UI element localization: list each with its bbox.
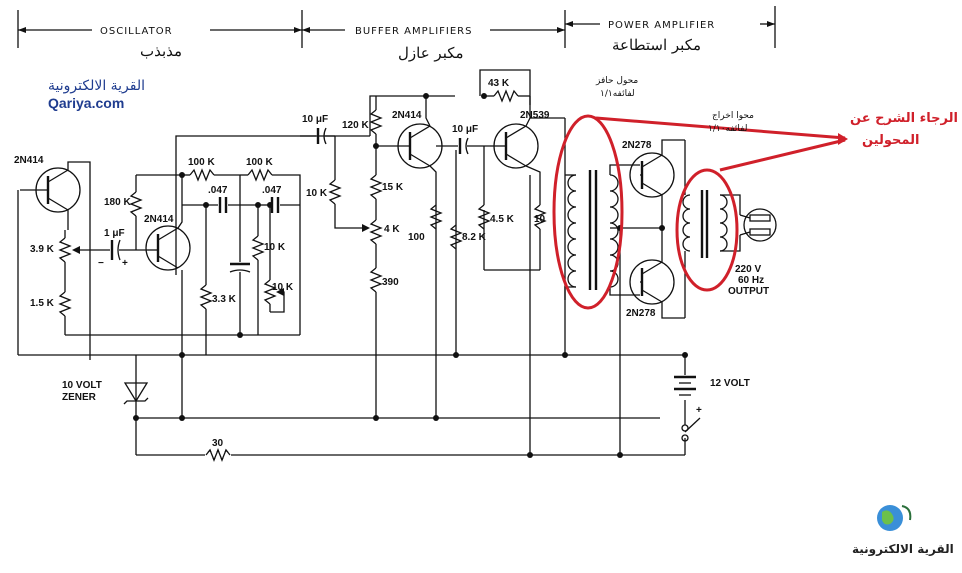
resistor-43k: 43 K — [484, 78, 530, 103]
transistor-q1: 2N414 — [14, 155, 91, 360]
resistor-15k: 15 K — [369, 174, 404, 220]
label-output-voltage: 220 V — [735, 264, 761, 275]
resistor-100: 100 — [408, 204, 443, 243]
svg-text:+: + — [122, 258, 128, 269]
label-c-1uf: 1 μF — [104, 228, 125, 239]
label-output-frequency: 60 Hz — [738, 275, 764, 286]
site-name-arabic: القرية الالكترونية — [48, 78, 145, 94]
header-buffer-amplifiers: BUFFER AMPLIFIERS — [355, 26, 472, 37]
svg-text:+: + — [696, 405, 702, 416]
label-q5: 2N278 — [622, 140, 652, 151]
label-r-100k-a: 100 K — [188, 157, 215, 168]
label-r-390: 390 — [382, 277, 399, 288]
resistor-1-5k: 1.5 K — [30, 291, 72, 335]
label-c-047-a: .047 — [208, 185, 228, 196]
header-oscillator: OSCILLATOR — [100, 26, 173, 37]
resistor-3-3k: 3.3 K — [199, 205, 237, 355]
battery-12v: + 12 VOLT — [674, 375, 750, 442]
site-name-latin: Qariya.com — [48, 95, 124, 111]
label-r-15k-b: 15 K — [382, 182, 404, 193]
label-r-180k: 180 K — [104, 197, 131, 208]
driver-transformer-highlight — [552, 114, 624, 310]
transistor-q4: 2N539 — [483, 96, 566, 205]
output-transformer-label1: محوا اخراج — [712, 111, 754, 121]
capacitor-1uf: 1 μF − + — [80, 228, 148, 269]
label-output: OUTPUT — [728, 286, 769, 297]
label-q2: 2N414 — [144, 214, 174, 225]
label-zener-2: ZENER — [62, 392, 97, 403]
output-transformer-highlight — [675, 168, 739, 292]
label-r-30: 30 — [212, 438, 224, 449]
label-q3: 2N414 — [392, 110, 422, 121]
resistor-4-5k: 4.5 K — [477, 204, 515, 230]
logo-caption: القرية الالكترونية — [852, 542, 954, 557]
capacitor-047-a: .047 — [182, 185, 258, 213]
red-annotations: الرجاء الشرح عن المحولين محول حافز لفائف… — [552, 76, 958, 310]
resistor-390: 390 — [369, 267, 399, 300]
label-c-10uf-a: 10 μF — [302, 114, 328, 125]
driver-transformer-label1: محول حافز — [595, 76, 638, 86]
resistor-180k: 180 K — [104, 174, 182, 250]
capacitor-10uf-b: 10 μF — [436, 124, 490, 155]
section-headers: OSCILLATOR BUFFER AMPLIFIERS POWER AMPLI… — [17, 6, 776, 62]
question-line1: الرجاء الشرح عن — [850, 111, 958, 126]
transistor-q5: 2N278 — [622, 139, 685, 228]
label-q6: 2N278 — [626, 308, 656, 319]
label-c-047-b: .047 — [262, 185, 282, 196]
resistor-4k: 4 K — [362, 219, 400, 268]
capacitor-047-b: .047 — [258, 185, 300, 213]
label-battery: 12 VOLT — [710, 378, 750, 389]
resistor-10k-b: 10 K — [251, 205, 286, 335]
potentiometer-10k: 10 K — [263, 205, 294, 313]
resistor-10: 10 — [533, 204, 547, 270]
driver-transformer — [564, 164, 640, 300]
label-r-100k-b: 100 K — [246, 157, 273, 168]
label-r-10k-a: 10 K — [306, 188, 328, 199]
label-r-10k-b: 10 K — [264, 242, 286, 253]
output-socket: 220 V 60 Hz OUTPUT — [728, 208, 777, 297]
header-oscillator-arabic: مذبذب — [140, 42, 182, 60]
resistor-100k-a: 100 K — [182, 157, 240, 182]
label-r-4-5k: 4.5 K — [490, 214, 515, 225]
label-r-43k: 43 K — [488, 78, 510, 89]
resistor-10k-a: 10 K — [306, 136, 362, 229]
header-buffer-arabic: مكبر عازل — [398, 44, 464, 62]
svg-text:−: − — [98, 258, 104, 269]
label-r-4k: 4 K — [384, 224, 400, 235]
resistor-120k: 120 K — [342, 96, 383, 175]
label-q1: 2N414 — [14, 155, 44, 166]
site-logo: القرية الالكترونية — [852, 505, 954, 557]
resistor-100k-b: 100 K — [240, 157, 301, 205]
resistor-8-2k: 8.2 K — [449, 224, 487, 250]
label-r-3-3k: 3.3 K — [212, 294, 237, 305]
label-q4: 2N539 — [520, 110, 550, 121]
label-r-8-2k: 8.2 K — [462, 232, 487, 243]
header-power-amplifier: POWER AMPLIFIER — [608, 20, 715, 31]
label-r-3-9k: 3.9 K — [30, 244, 55, 255]
label-r-10k-c: 10 K — [272, 282, 294, 293]
resistor-3-9k: 3.9 K — [30, 230, 80, 292]
resistor-30: 30 — [205, 438, 231, 462]
label-r-120k: 120 K — [342, 120, 369, 131]
transistor-q6: 2N278 — [626, 228, 685, 319]
label-r-100: 100 — [408, 232, 425, 243]
header-power-arabic: مكبر استطاعة — [612, 36, 701, 54]
capacitor-10uf-a: 10 μF — [300, 114, 335, 145]
transistor-q2: 2N414 — [144, 175, 191, 271]
zener-diode: 10 VOLT ZENER — [62, 380, 149, 405]
driver-transformer-label2: لفائفه١/١ — [600, 89, 635, 99]
output-transformer — [682, 140, 741, 318]
label-zener-1: 10 VOLT — [62, 380, 102, 391]
question-line2: المحولين — [862, 133, 919, 148]
label-c-10uf-b: 10 μF — [452, 124, 478, 135]
capacitor-vertical — [229, 175, 251, 335]
label-r-1-5k: 1.5 K — [30, 298, 55, 309]
output-transformer-label2: لفائفه١/١٠ — [708, 124, 747, 134]
label-r-10: 10 — [534, 214, 546, 225]
